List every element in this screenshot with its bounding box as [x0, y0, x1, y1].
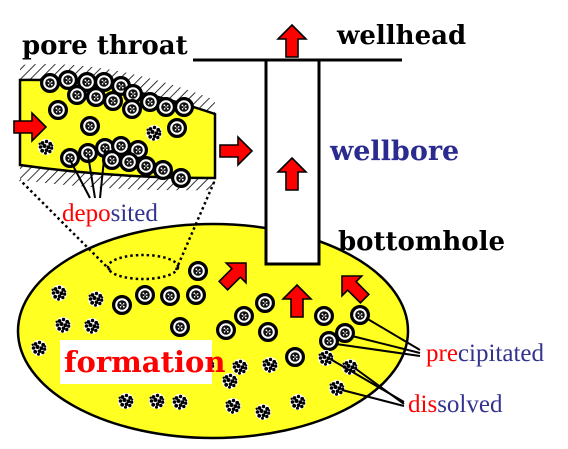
precipitated-particle-icon	[350, 305, 370, 325]
deposited-particle-icon	[101, 150, 123, 170]
deposited-particle-icon	[102, 90, 124, 112]
zoom-lead-left	[19, 179, 111, 271]
dissolved-particle-icon	[329, 380, 345, 396]
deposited-particle-icon	[140, 91, 160, 113]
deposited-particle-icon	[85, 86, 107, 108]
wellhead-label: wellhead	[336, 21, 466, 51]
precipitated-pointer	[365, 317, 421, 351]
dissolved-particle-icon	[84, 318, 100, 334]
precipitated-particle-icon	[188, 261, 208, 281]
dissolved-particle-icon	[149, 393, 165, 409]
dissolved-pointer	[355, 368, 405, 405]
formation-label: formation	[64, 345, 225, 379]
precipitated-particle-icon	[285, 347, 305, 367]
precipitated-particle-icon	[255, 293, 275, 313]
precipitated-particle-icon	[167, 117, 187, 138]
outlet-arrow-icon	[219, 136, 253, 166]
bottomhole-label: bottomhole	[338, 227, 505, 257]
deposited-label: deposited	[62, 200, 158, 227]
deposited-pointer	[87, 154, 96, 199]
deposited-particle-icon	[66, 84, 88, 106]
dissolved-particle-icon	[55, 317, 71, 333]
deposited-particle-icon	[136, 156, 156, 176]
dissolved-particle-icon	[255, 404, 271, 420]
pore-throat-label: pore throat	[22, 31, 188, 61]
precipitated-pointer	[351, 335, 421, 354]
precipitated-suffix: cipitated	[458, 340, 545, 367]
precipitated-particle-icon	[135, 285, 155, 305]
deposited-prefix: depo	[62, 200, 111, 227]
dissolved-particle-icon	[225, 398, 241, 414]
dissolved-particle-icon	[51, 285, 67, 301]
deposited-particle-icon	[153, 160, 173, 180]
dissolved-particle-icon	[146, 125, 162, 141]
precipitated-particle-icon	[79, 115, 101, 136]
dissolved-prefix: dis	[408, 391, 437, 418]
precipitated-particle-icon	[111, 295, 132, 315]
precipitated-pointer	[335, 343, 421, 357]
dissolved-particle-icon	[31, 340, 47, 356]
flow-arrow-icon	[277, 24, 307, 58]
dissolved-suffix: solved	[437, 391, 503, 418]
precipitated-prefix: pre	[426, 340, 458, 367]
precipitated-particle-icon	[234, 306, 254, 326]
dissolved-particle-icon	[172, 394, 188, 410]
deposited-particle-icon	[118, 152, 139, 172]
precipitated-particle-icon	[170, 317, 190, 337]
deposited-pointer	[69, 159, 91, 199]
pore-zoom-ring	[106, 253, 180, 281]
deposited-particle-icon	[156, 96, 176, 118]
precipitated-particle-icon	[314, 306, 334, 326]
dissolved-particle-icon	[232, 359, 248, 375]
dissolved-particle-icon	[88, 291, 104, 307]
deposited-particle-icon	[121, 98, 142, 120]
deposited-suffix: sited	[111, 200, 159, 227]
dissolved-particle-icon	[290, 394, 306, 410]
formation-zone	[16, 222, 410, 440]
precipitated-particle-icon	[160, 286, 180, 306]
dissolved-label: dissolved	[408, 391, 503, 418]
deposited-particle-icon	[59, 148, 81, 168]
precipitated-particle-icon	[47, 99, 69, 121]
wellbore-label: wellbore	[329, 136, 459, 167]
dissolved-particle-icon	[262, 357, 278, 373]
dissolved-particle-icon	[118, 393, 134, 409]
dissolved-pointer	[341, 389, 405, 407]
precipitated-label: precipitated	[426, 340, 544, 367]
precipitated-particle-icon	[335, 323, 355, 343]
deposited-particle-icon	[39, 72, 61, 94]
deposited-pointer	[99, 149, 106, 199]
precipitated-particle-icon	[258, 322, 278, 342]
precipitated-particle-icon	[186, 285, 206, 305]
formation-label-backing	[60, 340, 212, 384]
deposited-particle-icon	[171, 168, 191, 188]
precipitated-particle-icon	[216, 320, 236, 340]
dissolved-particle-icon	[38, 139, 54, 155]
precipitated-particle-icon	[319, 331, 339, 351]
deposited-particle-icon	[174, 96, 194, 118]
dissolved-particle-icon	[318, 350, 334, 366]
